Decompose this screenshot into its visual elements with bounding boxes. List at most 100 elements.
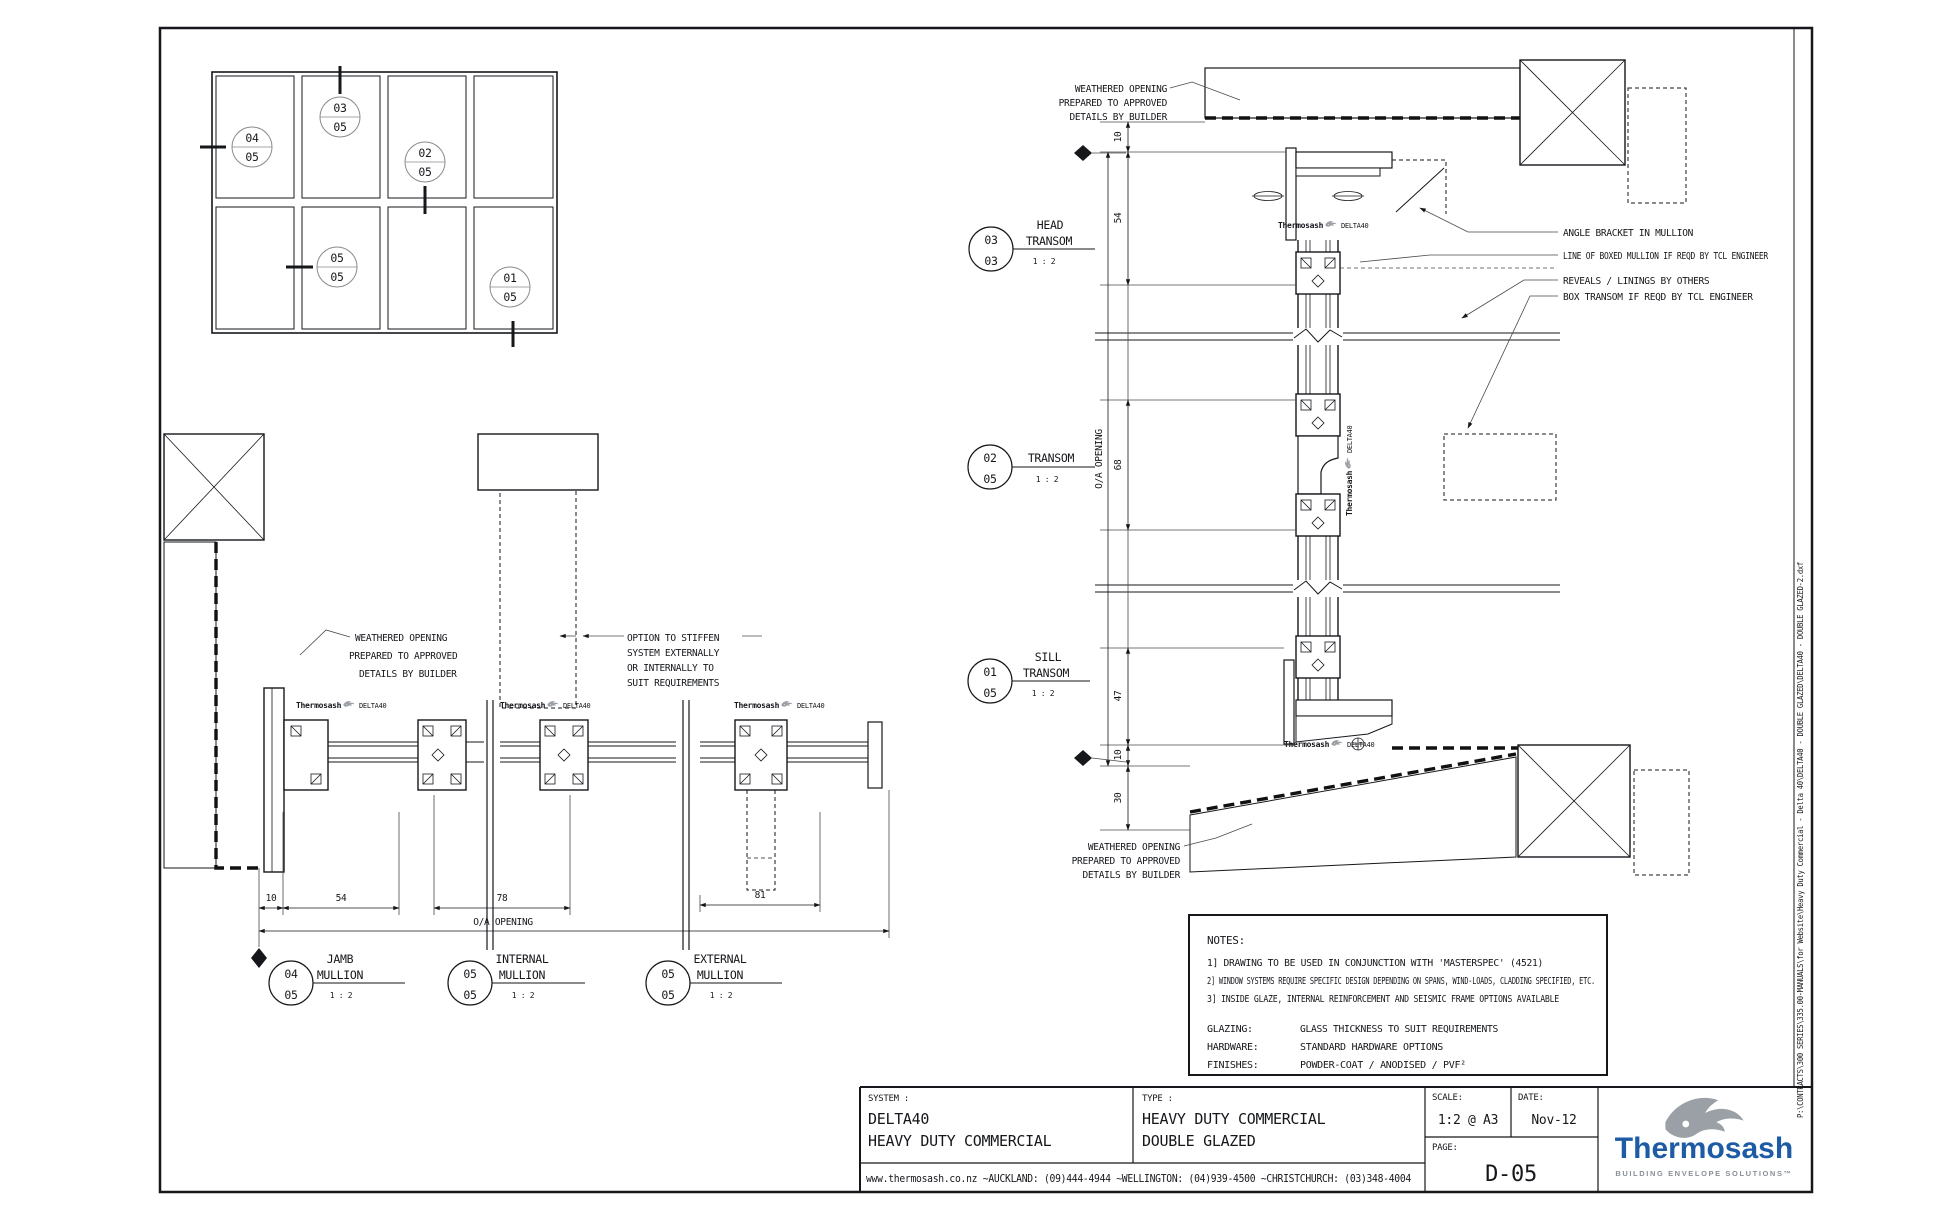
note-line: OR INTERNALLY TO [627,663,714,674]
callout-number-top: 05 [463,967,476,981]
sill-transom-callout: 01 05 SILL TRANSOM 1 : 2 [967,650,1090,704]
right-weathered-note-top: WEATHERED OPENING PREPARED TO APPROVED D… [1059,81,1241,123]
right-weathered-note-bottom: WEATHERED OPENING PREPARED TO APPROVED D… [1072,823,1253,881]
callout-scale: 1 : 2 [710,991,733,1000]
callout-number-bottom: 03 [984,254,998,268]
logo-tagline: BUILDING ENVELOPE SOLUTIONS™ [1615,1169,1792,1178]
brand-product-text: DELTA40 [1341,222,1368,230]
glazing-gasket-cluster [1295,251,1341,295]
brand-product-text: DELTA40 [1347,741,1374,749]
note-item: 2] WINDOW SYSTEMS REQUIRE SPECIFIC DESIG… [1207,976,1595,987]
title-block-date-cell: DATE: Nov-12 [1518,1093,1577,1128]
date-label: DATE: [1518,1093,1544,1103]
bird-icon [343,701,355,707]
callout-number-top: 01 [983,665,997,679]
glazing-gasket-cluster [1295,393,1341,437]
callout-number-bottom: 05 [503,290,516,304]
spec-label: FINISHES: [1207,1060,1259,1071]
transom-callout: 02 05 TRANSOM 1 : 2 [967,444,1095,490]
dim-jamb-gap: 10 [266,893,277,904]
dim-head: 54 [1113,212,1124,223]
spec-value: GLASS THICKNESS TO SUIT REQUIREMENTS [1300,1024,1498,1035]
title-block-page-cell: PAGE: D-05 [1432,1143,1537,1187]
note-line: BOX TRANSOM IF REQD BY TCL ENGINEER [1563,292,1753,303]
callout-number-top: 01 [503,271,517,285]
break-symbol [1293,328,1343,345]
bird-icon [1345,457,1351,469]
note-line: PREPARED TO APPROVED [1059,98,1168,109]
oa-opening-label: O/A OPENING [473,917,533,928]
right-detail-section: Thermosash DELTA40 Thermosash DELTA40 Th… [967,59,1769,881]
note-line: WEATHERED OPENING [1088,842,1181,853]
callout-number-bottom: 05 [418,165,431,179]
type-value-line1: HEAVY DUTY COMMERCIAL [1142,1110,1326,1128]
callout-number-bottom: 05 [463,988,476,1002]
bird-icon [781,701,793,707]
note-item: 3] INSIDE GLAZE, INTERNAL REINFORCEMENT … [1207,994,1559,1005]
left-dimensions: 10 54 78 81 O/A OPENING [251,790,890,968]
spec-value: STANDARD HARDWARE OPTIONS [1300,1042,1443,1053]
brand-product-text: DELTA40 [797,702,824,710]
dim-sill: 47 [1113,691,1124,702]
oa-opening-label: O/A OPENING [1094,429,1105,489]
note-item: 1] DRAWING TO BE USED IN CONJUNCTION WIT… [1207,958,1543,969]
title-block-type-cell: TYPE : HEAVY DUTY COMMERCIAL DOUBLE GLAZ… [1142,1094,1326,1150]
brand-label-vertical: Thermosash DELTA40 [1345,426,1354,516]
left-weathered-note: WEATHERED OPENING PREPARED TO APPROVED D… [299,629,458,680]
page-label: PAGE: [1432,1143,1458,1153]
callout-number-bottom: 05 [333,120,346,134]
head-structure [1204,59,1687,241]
bird-icon [547,701,559,707]
left-wall-structure [163,433,268,870]
callout-title: JAMB [327,952,354,966]
type-value-line2: DOUBLE GLAZED [1142,1132,1256,1150]
dim-sill-gap: 10 [1113,749,1124,760]
elevation-callout-03-05: 03 05 [319,96,361,138]
callout-title: MULLION [499,968,546,982]
notes-box: NOTES: 1] DRAWING TO BE USED IN CONJUNCT… [1188,914,1608,1076]
note-line: ANGLE BRACKET IN MULLION [1563,228,1694,239]
callout-number-bottom: 05 [245,150,258,164]
datum-diamond [1074,750,1092,766]
datum-diamond [251,948,267,968]
dim-head-gap: 10 [1113,131,1124,142]
glazing-gasket-cluster [1295,493,1341,537]
elevation-callout-04-05: 04 05 [231,126,273,168]
title-block: SYSTEM : DELTA40 HEAVY DUTY COMMERCIAL T… [859,1086,1812,1192]
scale-value: 1:2 @ A3 [1438,1113,1498,1128]
note-line: OPTION TO STIFFEN [627,633,720,644]
internal-mullion-segment [500,719,676,791]
callout-number-top: 02 [983,451,996,465]
external-mullion-callout: 05 05 EXTERNAL MULLION 1 : 2 [645,952,782,1006]
callout-number-bottom: 05 [983,686,996,700]
elevation-callout-02-05: 02 05 [404,141,446,183]
dim-sill-base: 30 [1113,792,1124,803]
callout-number-bottom: 05 [661,988,674,1002]
right-side-notes: ANGLE BRACKET IN MULLION LINE OF BOXED M… [1359,207,1769,429]
spec-value: POWDER-COAT / ANODISED / PVF² [1300,1060,1466,1071]
sill-structure [1189,659,1690,876]
note-line: DETAILS BY BUILDER [359,669,457,680]
internal-mullion-callout: 05 05 INTERNAL MULLION 1 : 2 [447,952,585,1006]
thermosash-logo: Thermosash BUILDING ENVELOPE SOLUTIONS™ [1615,1097,1793,1178]
note-line: PREPARED TO APPROVED [349,651,458,662]
dim-external: 81 [755,890,766,901]
note-line: PREPARED TO APPROVED [1072,856,1181,867]
callout-scale: 1 : 2 [1033,257,1056,266]
callout-number-top: 05 [661,967,674,981]
note-line: LINE OF BOXED MULLION IF REQD BY TCL ENG… [1563,251,1768,262]
system-label: SYSTEM : [868,1094,909,1104]
callout-number-top: 04 [245,131,259,145]
system-value-line2: HEAVY DUTY COMMERCIAL [868,1132,1052,1150]
spec-label: HARDWARE: [1207,1042,1259,1053]
spec-label: GLAZING: [1207,1024,1253,1035]
jamb-mullion-callout: 04 05 JAMB MULLION 1 : 2 [268,952,405,1006]
note-line: SUIT REQUIREMENTS [627,678,720,689]
brand-name-text: Thermosash [296,701,342,710]
stiffener-option-outline [477,433,599,709]
callout-number-bottom: 05 [330,270,343,284]
notes-heading: NOTES: [1207,934,1245,947]
note-line: REVEALS / LININGS BY OTHERS [1563,276,1710,287]
brand-label: Thermosash DELTA40 [500,701,591,710]
